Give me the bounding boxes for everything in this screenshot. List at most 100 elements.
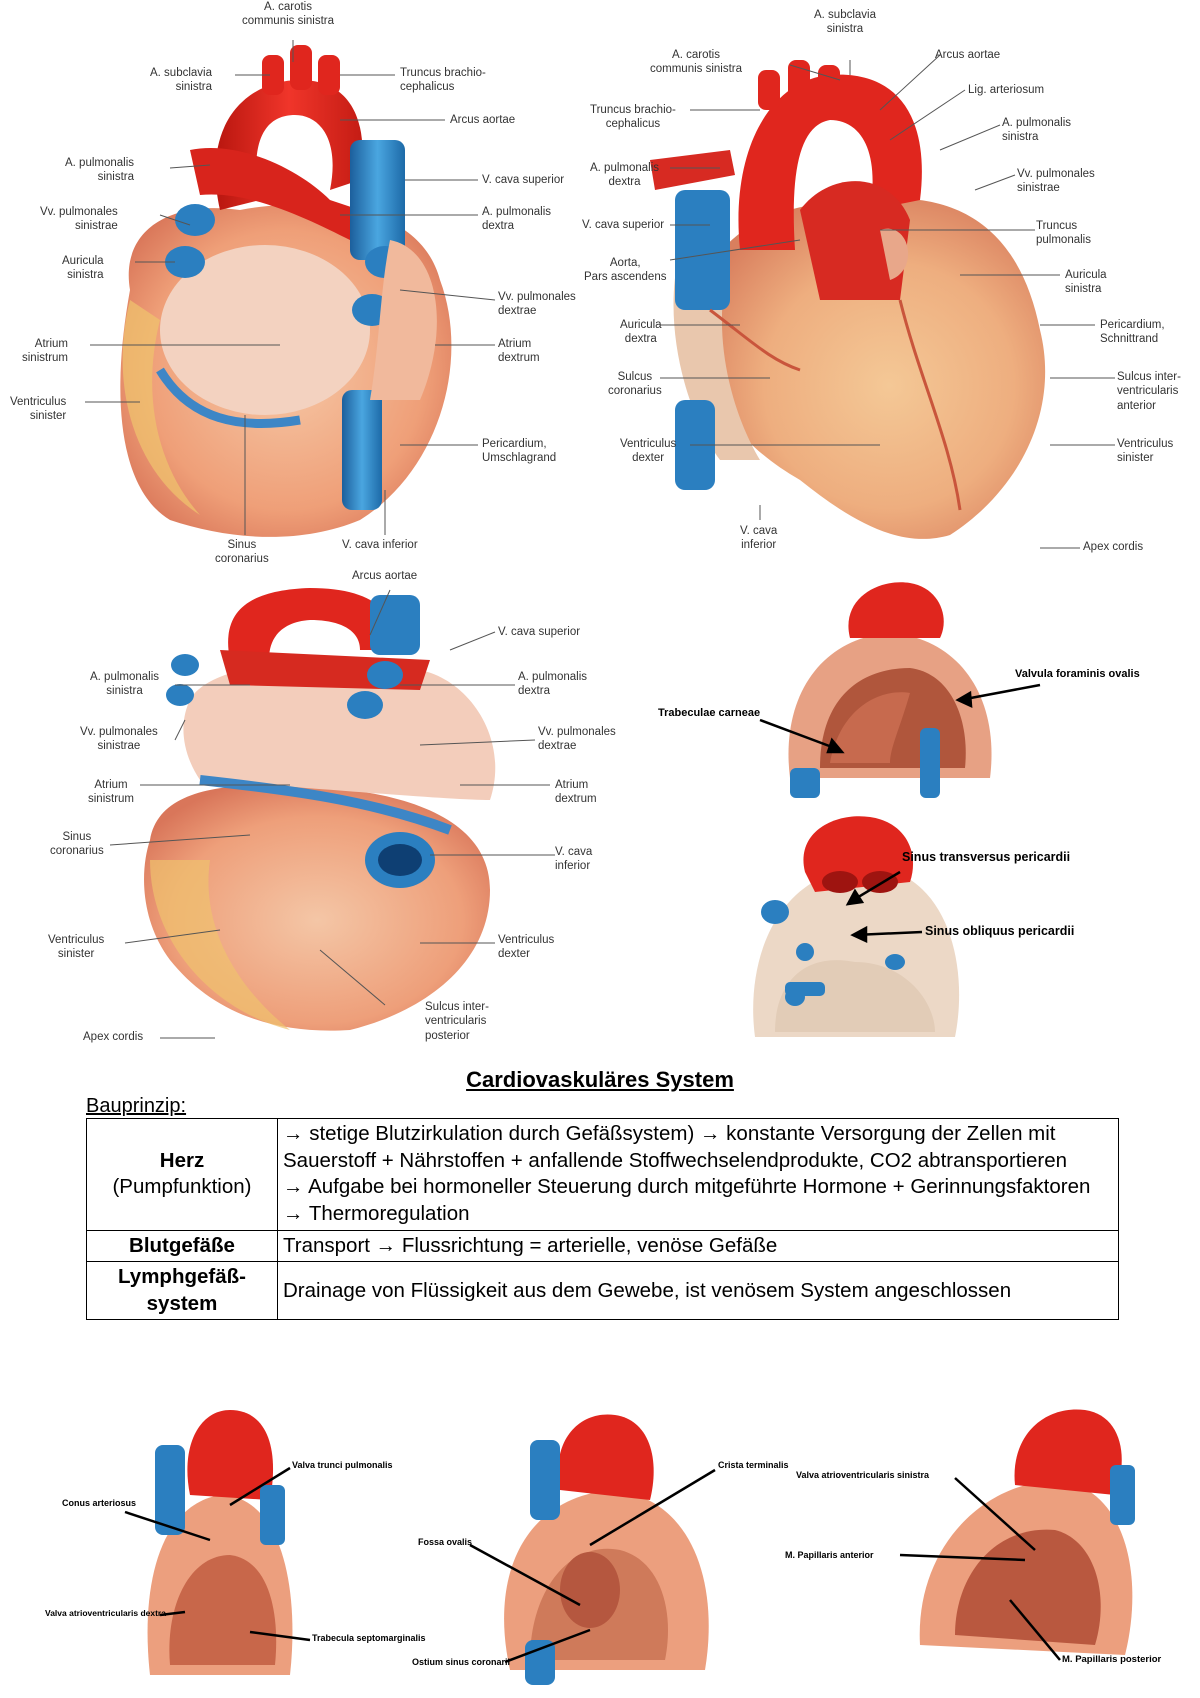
table-row-lymphgefaesssystem: Lymphgefäß- system Drainage von Flüssigk… [86,1261,1119,1321]
label-a-carotis-communis-sinistra: A. carotis communis sinistra [242,1,335,28]
label-apex-cordis-3: Apex cordis [83,1031,144,1043]
label-v-cava-superior-3: V. cava superior [498,626,581,638]
pulmonary-trunk [190,148,360,240]
figure-pericardial-sinuses [753,816,960,1037]
ivc [675,400,715,490]
row-line: Transport → Flussrichtung = arterielle, … [283,1233,778,1257]
label-conus-arteriosus: Conus arteriosus [62,1498,137,1508]
label-a-pulmonalis-dextra-3: A. pulmonalis dextra [518,671,588,698]
figure-right-ventricle [147,1410,293,1675]
right-pulm-artery [650,150,735,190]
label-aorta-pars-ascendens: Aorta, Pars ascendens [584,257,667,284]
label-atrium-sinistrum: Atrium sinistrum [22,338,69,365]
figure-heart-anterior-view [650,60,1046,539]
label-fossa-ovalis: Fossa ovalis [418,1537,473,1547]
label-atrium-sinistrum-3: Atrium sinistrum [88,779,135,806]
aorta-branch-1 [262,55,284,95]
bauprinzip-table: Herz (Pumpfunktion) → stetige Blutzirkul… [86,1118,1119,1321]
aorta-branch-3 [818,65,840,105]
label-valva-trunci-pulmonalis: Valva trunci pulmonalis [292,1460,393,1470]
table-row-blutgefaesse: Blutgefäße Transport → Flussrichtung = a… [86,1229,1119,1263]
row-key-herz: Herz (Pumpfunktion) [86,1118,278,1231]
label-a-pulmonalis-sinistra-2: A. pulmonalis sinistra [1002,117,1072,144]
svc [675,190,730,310]
interventricular-sulcus [898,299,962,511]
label-valva-atrioventricularis-sinistra: Valva atrioventricularis sinistra [796,1470,930,1480]
figure-heart-posterior-view-1 [120,45,452,537]
label-sulcus-coronarius: Sulcus coronarius [608,371,662,398]
svc [350,140,405,260]
label-vv-pulmonales-sinistrae: Vv. pulmonales sinistrae [40,206,118,233]
aorta-branch-2 [290,45,312,90]
label-sulcus-interventricularis-anterior: Sulcus inter- ventricularis anterior [1117,371,1181,412]
pulm-vein-r1 [367,661,403,689]
label-atrium-dextrum: Atrium dextrum [498,338,540,365]
label-sinus-obliquus-pericardii: Sinus obliquus pericardii [925,924,1075,938]
label-sinus-transversus-pericardii: Sinus transversus pericardii [902,850,1071,864]
label-arcus-aortae-3: Arcus aortae [352,570,418,582]
label-arcus-aortae-2: Arcus aortae [935,49,1001,61]
label-sinus-coronarius-3: Sinus coronarius [50,831,104,858]
label-apex-cordis: Apex cordis [1083,541,1144,553]
label-vv-pulmonales-dextrae: Vv. pulmonales dextrae [498,291,576,318]
label-trabeculae-carneae: Trabeculae carneae [658,707,761,719]
label-vv-pulmonales-sinistrae-2: Vv. pulmonales sinistrae [1017,168,1095,195]
pulm-vein-l2 [166,684,194,706]
row-value-lymph: Drainage von Flüssigkeit aus dem Gewebe,… [277,1261,1119,1321]
aorta-branch-2 [788,60,810,105]
aorta-branch-1 [758,70,780,110]
label-atrium-dextrum-3: Atrium dextrum [555,779,597,806]
label-ostium-sinus-coronarii: Ostium sinus coronarii [412,1657,511,1667]
pulm-vein-l1 [171,654,199,676]
label-crista-terminalis: Crista terminalis [718,1460,789,1470]
label-valva-atrioventricularis-dextra: Valva atrioventricularis dextra [45,1608,166,1618]
label-pericardium-schnittrand: Pericardium, Schnittrand [1100,319,1165,346]
ventricle-fat [122,300,200,515]
label-a-pulmonalis-dextra: A. pulmonalis dextra [482,206,552,233]
label-a-subclavia-sinistra: A. subclavia sinistra [150,67,213,94]
label-truncus-brachiocephalicus-2: Truncus brachio- cephalicus [590,104,676,131]
coronary-sulcus [709,308,801,372]
label-ventriculus-sinister-3: Ventriculus sinister [48,934,105,961]
figure-left-ventricle [919,1409,1135,1655]
row-key-bold: Lymphgefäß- system [118,1265,246,1315]
label-v-cava-inferior: V. cava inferior [342,539,418,551]
label-auricula-sinistra: Auricula sinistra [62,255,104,282]
label-m-papillaris-posterior: M. Papillaris posterior [1062,1654,1162,1665]
label-lig-arteriosum: Lig. arteriosum [968,84,1045,96]
label-auricula-dextra: Auricula dextra [620,319,662,346]
pulm-vein-l1 [175,204,215,236]
figure-heart-opened-atrium [788,582,992,798]
label-a-pulmonalis-sinistra-3: A. pulmonalis sinistra [90,671,160,698]
label-vv-pulmonales-dextrae-3: Vv. pulmonales dextrae [538,726,616,753]
svc [370,595,420,655]
label-ventriculus-dexter: Ventriculus dexter [620,438,677,465]
label-ventriculus-sinister: Ventriculus sinister [10,396,67,423]
row-line: → Aufgabe bei hormoneller Steuerung durc… [283,1175,1091,1199]
row-value-herz: → stetige Blutzirkulation durch Gefäßsys… [277,1118,1119,1231]
pulmonary-trunk [800,181,910,300]
figure-right-atrium [504,1414,709,1685]
row-line: Drainage von Flüssigkeit aus dem Gewebe,… [283,1278,1012,1302]
ivc-lumen [378,844,422,876]
row-key-sub: (Pumpfunktion) [112,1175,252,1199]
row-key-lymph: Lymphgefäß- system [86,1261,278,1321]
label-truncus-pulmonalis: Truncus pulmonalis [1036,220,1091,247]
left-atrium [160,245,370,415]
label-sulcus-interventricularis-posterior: Sulcus inter- ventricularis posterior [425,1001,489,1042]
label-valvula-foraminis-ovalis: Valvula foraminis ovalis [1015,668,1140,680]
label-vv-pulmonales-sinistrae-3: Vv. pulmonales sinistrae [80,726,158,753]
page-title: Cardiovaskuläres System [466,1067,734,1092]
label-v-cava-superior: V. cava superior [482,174,565,186]
label-pericardium-umschlagrand: Pericardium, Umschlagrand [482,438,557,465]
label-a-subclavia-sinistra-2: A. subclavia sinistra [814,9,877,36]
label-a-carotis-communis-sinistra-2: A. carotis communis sinistra [650,49,743,76]
label-arcus-aortae: Arcus aortae [450,114,516,126]
label-m-papillaris-anterior: M. Papillaris anterior [785,1550,874,1560]
section-heading-bauprinzip: Bauprinzip: [86,1095,187,1117]
right-atrium [370,240,437,400]
label-ventriculus-dexter-3: Ventriculus dexter [498,934,555,961]
label-auricula-sinistra-2: Auricula sinistra [1065,269,1107,296]
ivc [342,390,382,510]
label-a-pulmonalis-dextra-2: A. pulmonalis dextra [590,162,660,189]
